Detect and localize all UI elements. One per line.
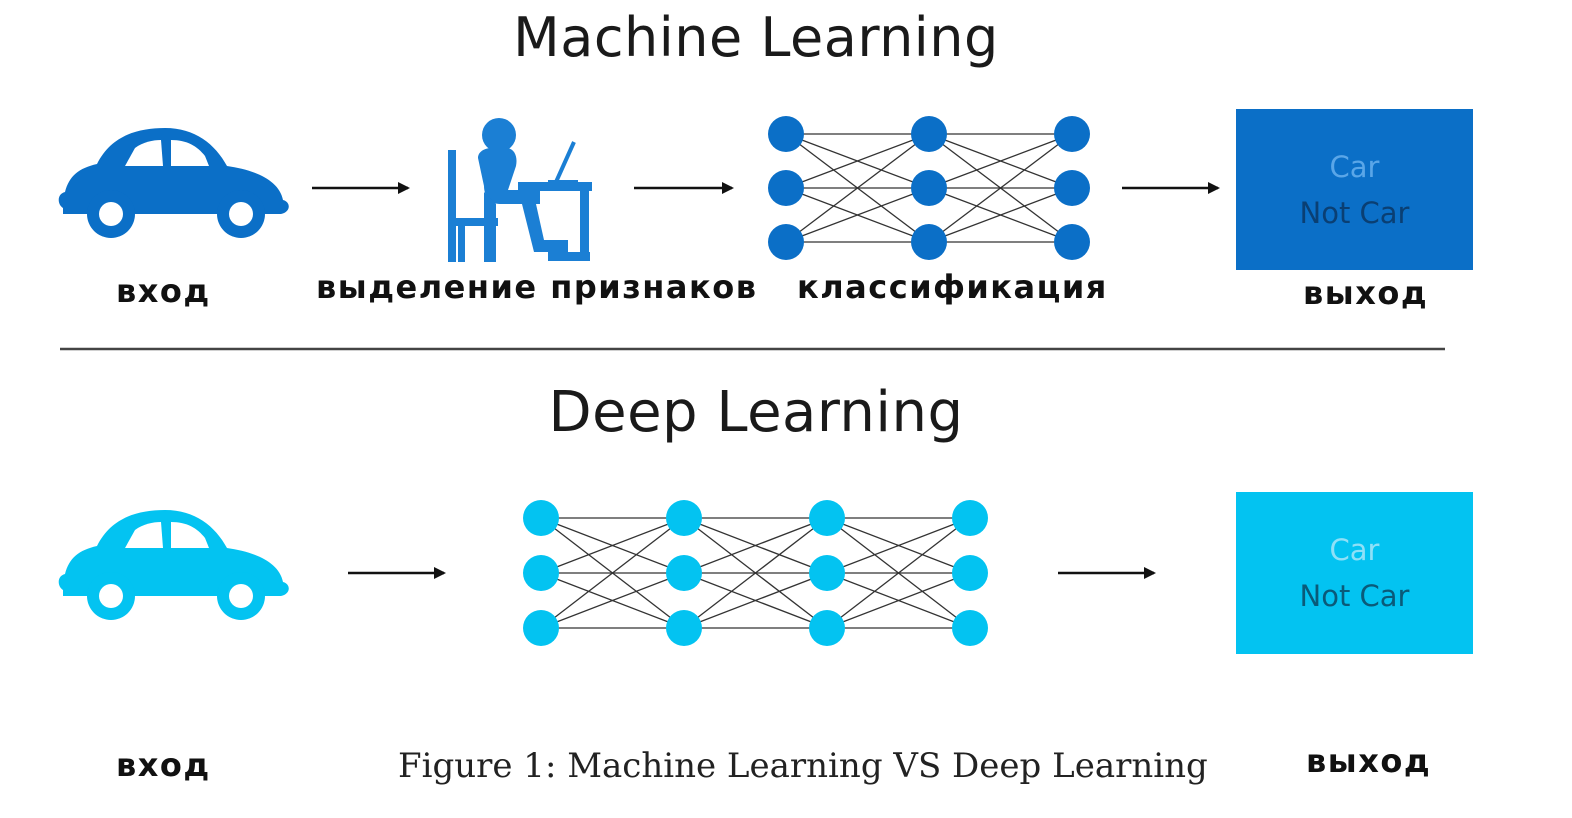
dl-output-box: Car Not Car [1236, 492, 1473, 654]
machine-learning-title: Machine Learning [513, 6, 999, 69]
ml-classification-label: классификация [797, 268, 1108, 306]
network-node [523, 555, 559, 591]
dl-output-not-car: Not Car [1299, 579, 1410, 613]
ml-output-car: Car [1329, 149, 1380, 184]
network-edge [928, 133, 1073, 189]
network-node [768, 116, 804, 152]
neural-network-icon [768, 116, 1090, 260]
ml-output-label: выход [1303, 274, 1429, 312]
network-edge [540, 517, 685, 574]
network-edge [928, 187, 1073, 243]
car-icon [58, 510, 289, 620]
network-edge [785, 133, 930, 189]
network-node [952, 610, 988, 646]
car-icon [58, 128, 289, 238]
network-node [911, 116, 947, 152]
network-edge [826, 517, 971, 574]
network-node [1054, 116, 1090, 152]
dl-output-label: выход [1306, 742, 1432, 780]
network-edge [540, 572, 685, 629]
network-edge [785, 133, 930, 243]
network-edge [540, 517, 685, 629]
network-node [809, 500, 845, 536]
network-node [666, 610, 702, 646]
network-node [911, 224, 947, 260]
network-node [768, 224, 804, 260]
ml-output-box: Car Not Car [1236, 109, 1473, 270]
network-node [768, 170, 804, 206]
network-node [809, 555, 845, 591]
network-node [666, 555, 702, 591]
ml-output-not-car: Not Car [1299, 195, 1410, 230]
figure-caption: Figure 1: Machine Learning VS Deep Learn… [398, 746, 1208, 786]
network-node [523, 610, 559, 646]
network-node [523, 500, 559, 536]
person-at-computer-icon [448, 118, 592, 262]
network-node [911, 170, 947, 206]
network-node [1054, 170, 1090, 206]
network-edge [683, 517, 828, 629]
network-edge [785, 187, 930, 243]
deep-learning-title: Deep Learning [548, 380, 964, 445]
network-edge [826, 517, 971, 629]
network-node [1054, 224, 1090, 260]
network-edge [826, 572, 971, 629]
ml-feature-extraction-label: выделение признаков [316, 268, 758, 306]
dl-input-label: вход [116, 746, 211, 784]
network-node [952, 500, 988, 536]
network-edge [928, 133, 1073, 243]
neural-network-icon [523, 500, 988, 646]
network-edge [683, 517, 828, 574]
network-node [952, 555, 988, 591]
network-node [809, 610, 845, 646]
dl-output-car: Car [1329, 533, 1380, 567]
network-edge [683, 572, 828, 629]
ml-input-label: вход [116, 272, 211, 310]
network-node [666, 500, 702, 536]
